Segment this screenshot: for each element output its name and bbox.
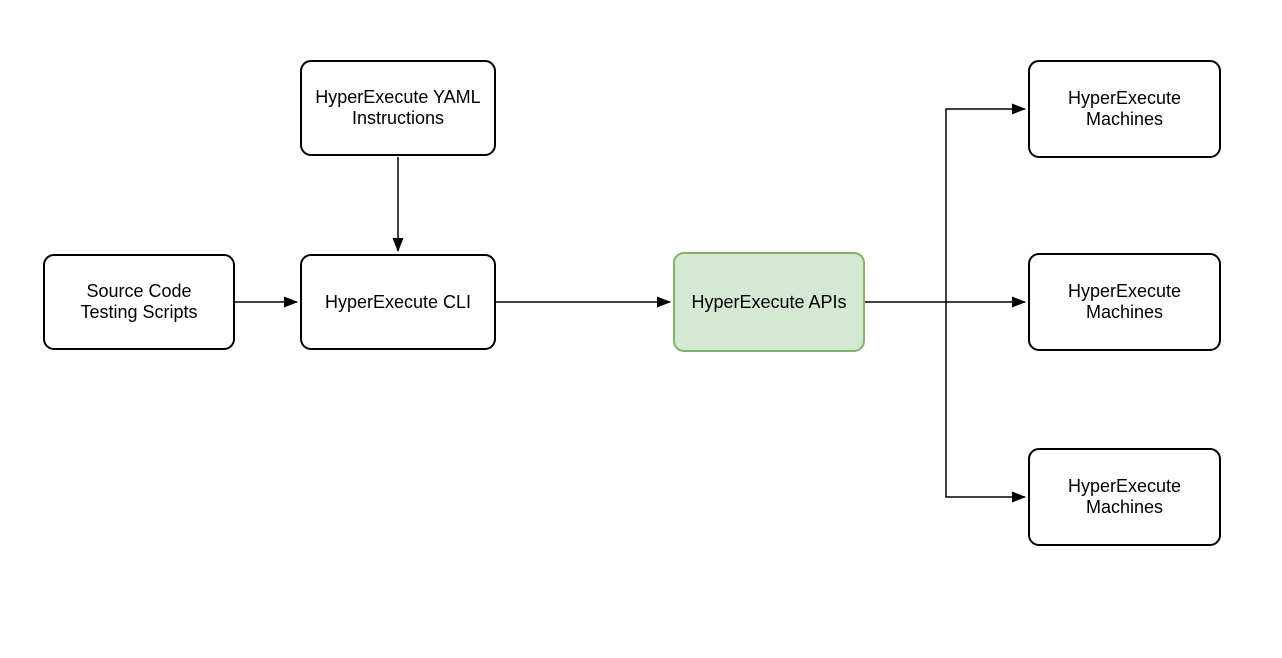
edge-apis-to-machines-bottom <box>945 302 1026 503</box>
edge-apis-to-machines-top <box>945 103 1026 302</box>
node-hyperexecute-machines-bottom: HyperExecute Machines <box>1028 448 1221 546</box>
node-hyperexecute-apis: HyperExecute APIs <box>673 252 865 352</box>
node-hyperexecute-machines-middle: HyperExecute Machines <box>1028 253 1221 351</box>
node-hyperexecute-cli: HyperExecute CLI <box>300 254 496 350</box>
node-yaml-instructions: HyperExecute YAML Instructions <box>300 60 496 156</box>
node-hyperexecute-machines-top: HyperExecute Machines <box>1028 60 1221 158</box>
node-source-code-testing-scripts: Source Code Testing Scripts <box>43 254 235 350</box>
